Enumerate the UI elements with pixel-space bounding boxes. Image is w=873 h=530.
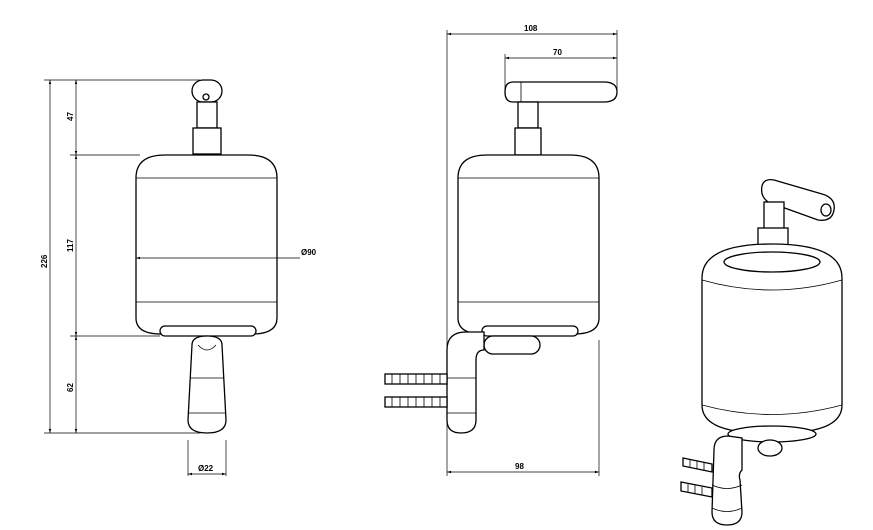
side-view: 108 70 98 xyxy=(384,24,618,476)
lever-length-label: 70 xyxy=(553,48,562,57)
front-wall-holder xyxy=(187,335,227,434)
side-wall-bracket xyxy=(446,331,485,434)
front-pump-head xyxy=(191,79,223,155)
perspective-wall-plugs xyxy=(680,457,713,498)
side-bottle-body xyxy=(457,154,600,355)
side-lever xyxy=(504,81,618,156)
perspective-bottle-body xyxy=(701,243,843,457)
bottom-height-label: 62 xyxy=(66,383,75,392)
perspective-view xyxy=(680,178,843,526)
front-view: 226 47 117 62 Ø90 Ø22 xyxy=(40,79,317,476)
depth-label: 98 xyxy=(515,462,524,471)
body-diameter-label: Ø90 xyxy=(301,248,317,257)
body-height-label: 117 xyxy=(66,239,75,252)
overall-height-label: 226 xyxy=(40,254,49,268)
base-diameter-label: Ø22 xyxy=(198,464,214,473)
side-wall-plugs xyxy=(384,373,448,408)
perspective-wall-holder xyxy=(711,435,743,526)
front-vertical-dimensions xyxy=(44,79,200,434)
overall-width-label: 108 xyxy=(524,24,538,33)
front-bottle-body xyxy=(135,154,278,337)
pump-height-label: 47 xyxy=(66,112,75,121)
side-dimensions xyxy=(446,30,618,476)
